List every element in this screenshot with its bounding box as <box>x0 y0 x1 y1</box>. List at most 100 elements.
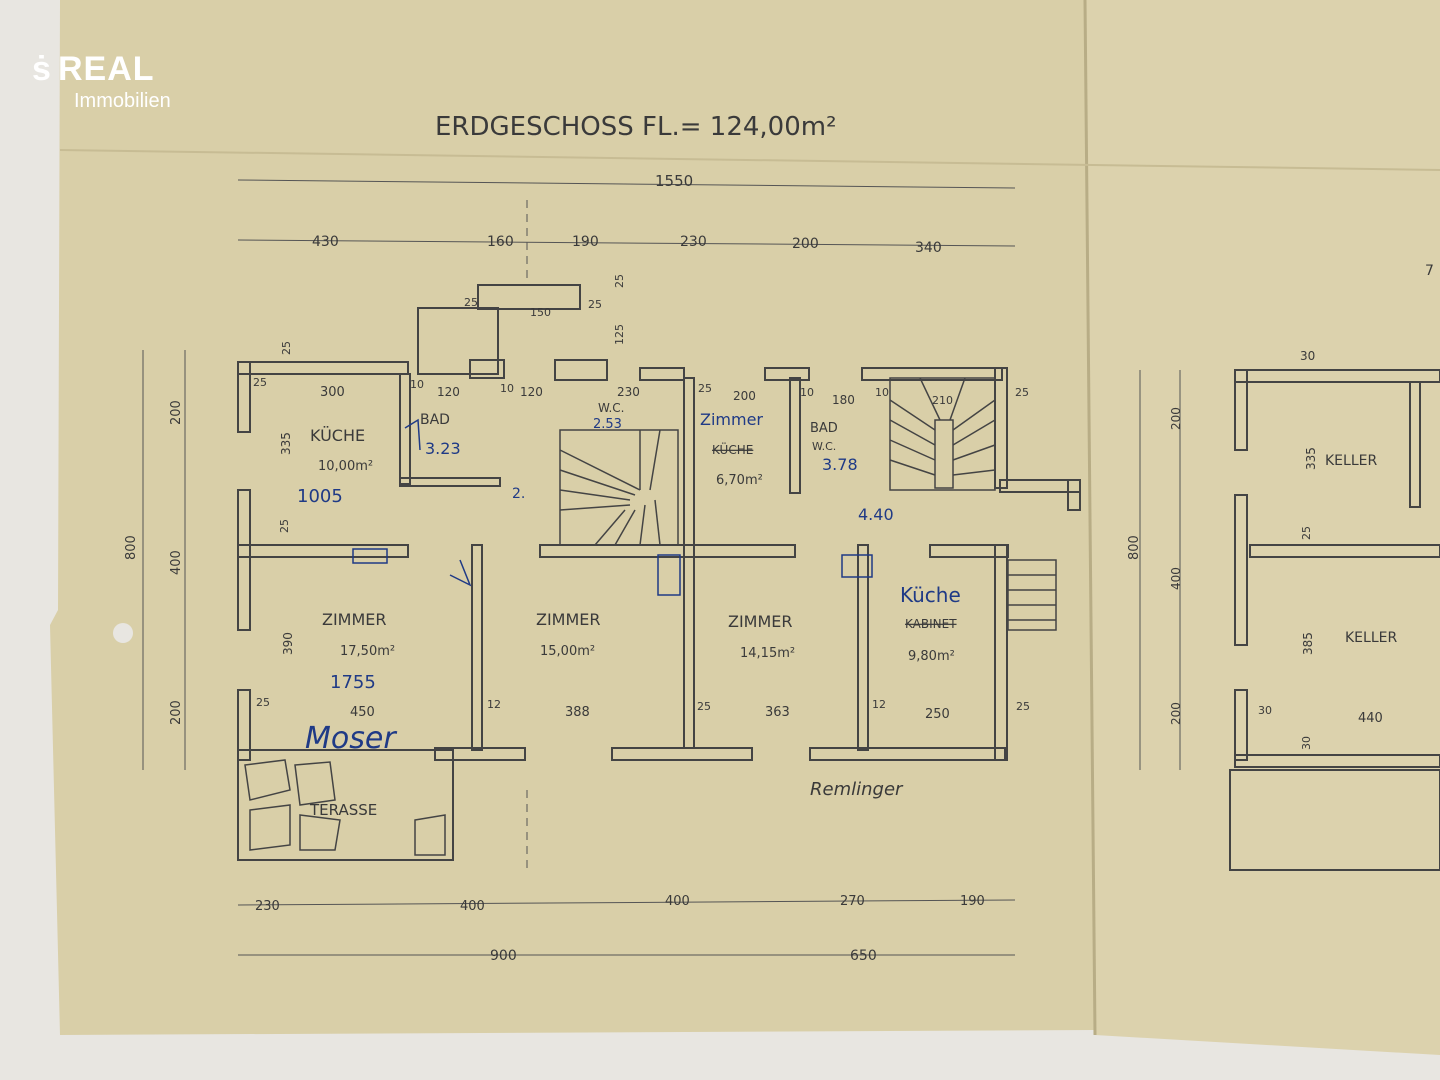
dim-inner-6: 120 <box>520 385 543 399</box>
keller-dim-6: 440 <box>1358 711 1383 726</box>
dim-top-small-3: 25 <box>464 296 478 309</box>
dim-top-4: 230 <box>680 234 707 250</box>
dim-vert-3: 390 <box>281 632 295 655</box>
dim-row2-9: 25 <box>1016 700 1030 713</box>
room-living2-name: ZIMMER <box>536 610 601 629</box>
ground-floor-walls <box>237 284 1081 861</box>
dim-row2-4: 388 <box>565 705 590 720</box>
keller-dim-7: 30 <box>1300 736 1313 750</box>
dim-vert-2: 25 <box>278 519 291 533</box>
dim-inner-10: 10 <box>800 386 814 399</box>
dim-row2-6: 363 <box>765 705 790 720</box>
room-living2-area: 15,00m² <box>540 644 595 659</box>
dim-bottom-4: 270 <box>840 894 865 909</box>
plan-title: ERDGESCHOSS FL.= 124,00m² <box>435 112 837 142</box>
paper-sheet-left <box>50 0 1095 1035</box>
dim-row2-3: 12 <box>487 698 501 711</box>
hallway-note: 4.40 <box>858 505 894 524</box>
dim-top-total: 1550 <box>655 172 693 190</box>
room-living3-area: 14,15m² <box>740 646 795 661</box>
dim-inner-14: 25 <box>1015 386 1029 399</box>
staircase-center <box>559 429 679 546</box>
logo-s-icon: ṡ <box>32 50 52 88</box>
dim-row2-5: 25 <box>697 700 711 713</box>
dim-left-1: 200 <box>169 400 184 425</box>
room-wc-name: W.C. <box>598 401 625 415</box>
room-kitchen-note: 1005 <box>297 486 343 507</box>
room-living1-area: 17,50m² <box>340 644 395 659</box>
dim-row2-8: 250 <box>925 707 950 722</box>
dim-inner-4: 120 <box>437 385 460 399</box>
room-small-strike: KÜCHE <box>712 441 753 457</box>
dim-vert-6: 25 <box>613 274 626 288</box>
dim-bottom-5: 190 <box>960 894 985 909</box>
keller-top-dim: 7 <box>1425 263 1434 279</box>
room-living1-name: ZIMMER <box>322 610 387 629</box>
dimension-lines <box>142 179 1181 956</box>
dim-left-3: 200 <box>169 700 184 725</box>
signature-moser: Moser <box>305 721 397 756</box>
fold-line-vertical <box>1083 0 1097 1036</box>
dim-inner-3: 10 <box>410 378 424 391</box>
room-bath-note: 3.23 <box>425 439 461 458</box>
room-kitchen2-strike: KABINET <box>905 617 957 631</box>
keller-dim-3: 25 <box>1300 526 1313 540</box>
keller-dim-2: 335 <box>1304 447 1318 470</box>
room-small-name: Zimmer <box>700 410 763 429</box>
dim-row2-1: 25 <box>256 696 270 709</box>
dim-inner-11: 180 <box>832 393 855 407</box>
room-living3-name: ZIMMER <box>728 612 793 631</box>
room-kitchen-area: 10,00m² <box>318 459 373 474</box>
dim-vert-4: 25 <box>280 341 293 355</box>
dim-inner-7: 230 <box>617 385 640 399</box>
room-living1-note: 1755 <box>330 672 376 693</box>
keller-walls <box>1229 369 1440 871</box>
keller-left-total: 800 <box>1127 535 1142 560</box>
dim-inner-12: 10 <box>875 386 889 399</box>
room-kitchen2-area: 9,80m² <box>908 649 955 664</box>
dim-vert-5: 125 <box>613 324 626 345</box>
dim-row2-2: 450 <box>350 705 375 720</box>
room-terrace-name: TERASSE <box>309 801 377 819</box>
dim-inner-2: 300 <box>320 385 345 400</box>
dim-top-6: 340 <box>915 240 942 256</box>
dim-top-3: 190 <box>572 234 599 250</box>
keller-left-2: 400 <box>1169 567 1183 590</box>
dim-top-small-1: 150 <box>530 306 551 319</box>
keller-room-2: KELLER <box>1345 630 1397 646</box>
dim-bottom-1: 230 <box>255 899 280 914</box>
dim-top-5: 200 <box>792 236 819 252</box>
logo-sub: Immobilien <box>74 90 171 112</box>
keller-dim-5: 30 <box>1258 704 1272 717</box>
keller-dim-4: 385 <box>1301 632 1315 655</box>
room-small-area: 6,70m² <box>716 473 763 488</box>
room-wc-note: 2.53 <box>593 417 622 432</box>
dim-bottom-2: 400 <box>460 899 485 914</box>
dim-vert-1: 335 <box>279 432 293 455</box>
dim-top-1: 430 <box>312 234 339 250</box>
room-kitchen-name: KÜCHE <box>310 426 365 445</box>
dim-inner-5: 10 <box>500 382 514 395</box>
window-marks <box>352 418 873 596</box>
paper-sheet-right <box>1085 0 1440 1055</box>
dim-inner-8: 25 <box>698 382 712 395</box>
dim-inner-13: 210 <box>932 394 953 407</box>
keller-left-3: 200 <box>1169 702 1183 725</box>
dim-inner-9: 200 <box>733 389 756 403</box>
signature-remlinger: Remlinger <box>810 779 904 800</box>
room-kitchen2-name: Küche <box>900 583 961 607</box>
dim-bottom-total-2: 650 <box>850 948 877 964</box>
keller-left-1: 200 <box>1169 407 1183 430</box>
keller-room-1: KELLER <box>1325 453 1377 469</box>
room-bath2-name: BAD <box>810 421 838 436</box>
dim-inner-1: 25 <box>253 376 267 389</box>
keller-dim-1: 30 <box>1300 349 1315 363</box>
dim-bottom-total-1: 900 <box>490 948 517 964</box>
room-bath-name: BAD <box>420 412 450 428</box>
punch-hole <box>113 623 133 643</box>
small-mark: 2. <box>512 486 525 502</box>
